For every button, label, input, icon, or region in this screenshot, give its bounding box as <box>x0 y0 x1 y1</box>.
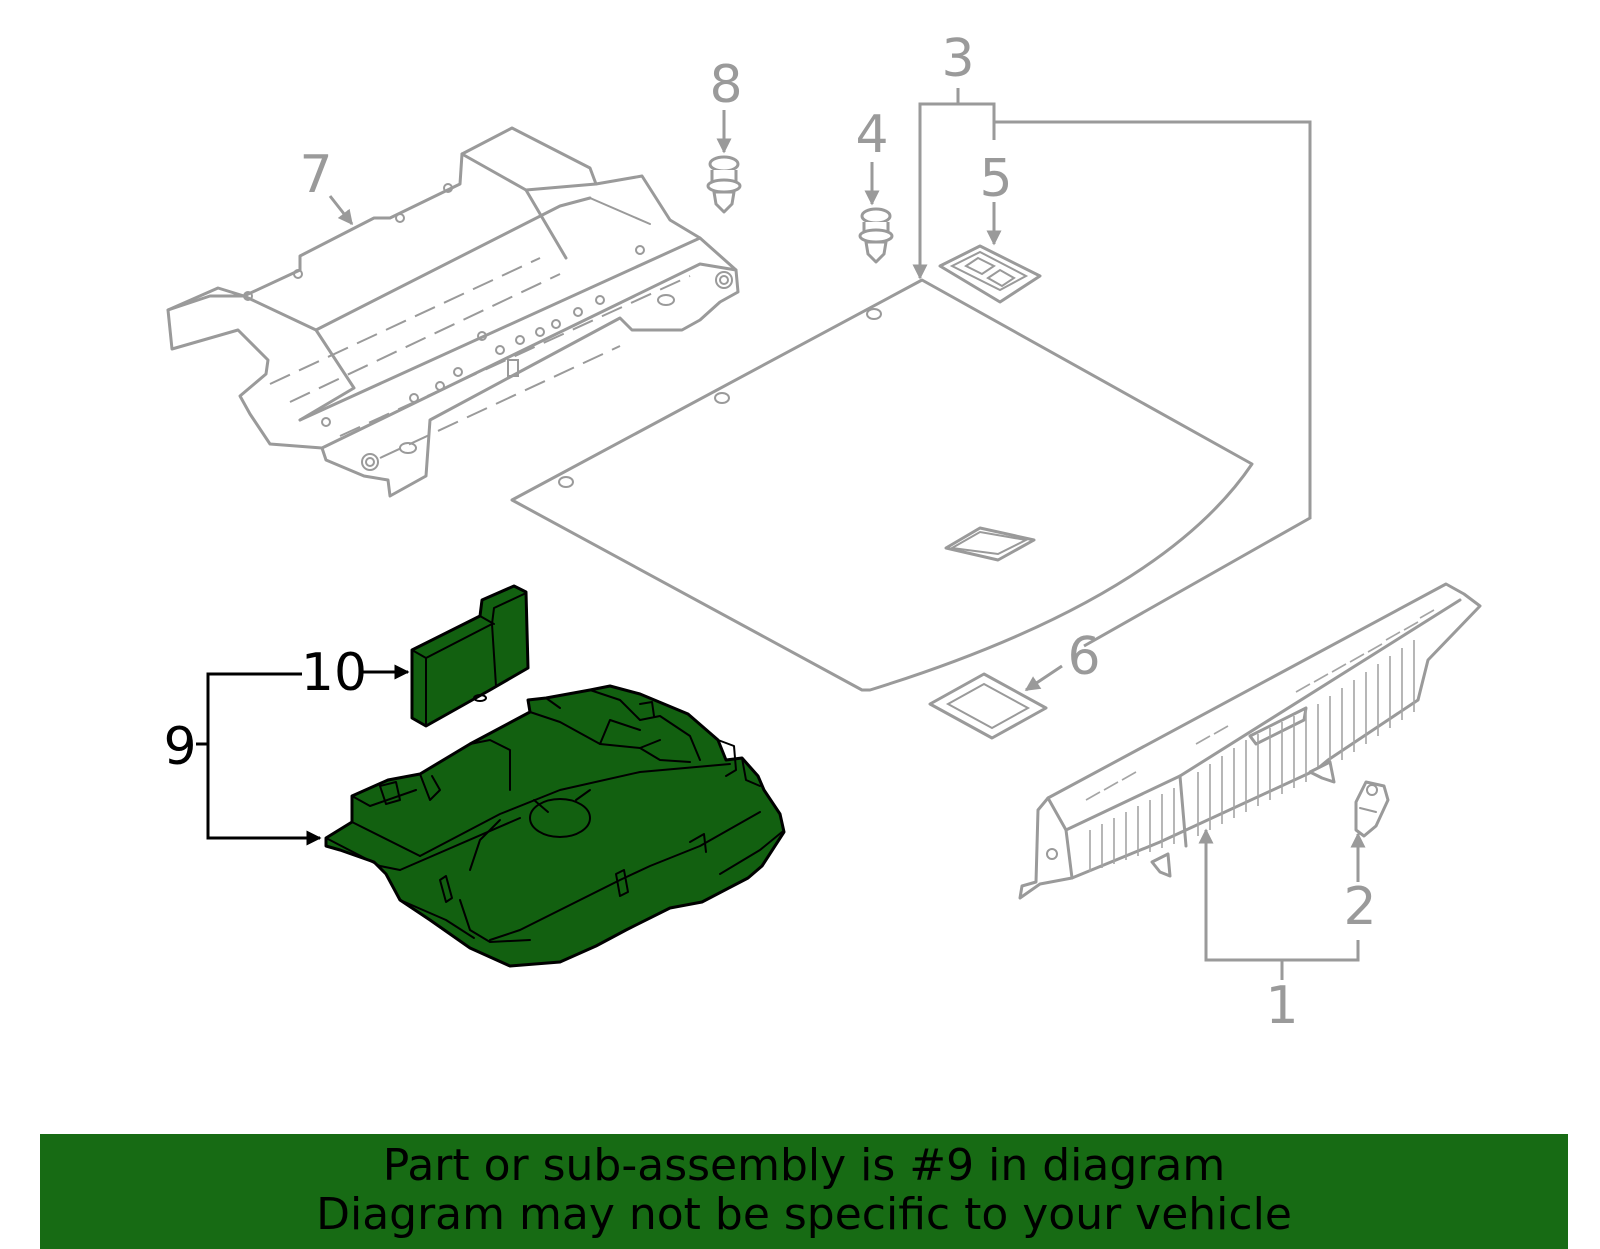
callout-4: 4 <box>855 105 888 165</box>
callout-6: 6 <box>1067 627 1100 687</box>
callout-2: 2 <box>1343 877 1376 937</box>
part-9-spare-tire-tray <box>324 684 786 968</box>
part-5-handle <box>938 244 1042 304</box>
info-banner: Part or sub-assembly is #9 in diagram Di… <box>40 1134 1568 1249</box>
callout-1: 1 <box>1265 976 1298 1036</box>
callout-5: 5 <box>979 149 1012 209</box>
callout-10: 10 <box>301 643 367 703</box>
part-7-floor-panel <box>166 126 740 498</box>
callout-8: 8 <box>709 55 742 115</box>
callout-9: 9 <box>163 717 196 777</box>
part-2-clip <box>1354 780 1390 838</box>
part-1-sill-plate <box>1018 582 1482 900</box>
part-3-load-floor <box>510 278 1254 692</box>
banner-line-1: Part or sub-assembly is #9 in diagram <box>382 1140 1226 1191</box>
callout-7: 7 <box>299 145 332 205</box>
banner-line-2: Diagram may not be specific to your vehi… <box>316 1189 1292 1240</box>
part-10-tray-box <box>410 584 530 728</box>
callout-3: 3 <box>941 29 974 89</box>
leader-lines <box>196 88 1366 980</box>
part-6-cap <box>928 672 1048 740</box>
part-8-clip <box>706 155 742 214</box>
part-4-clip <box>858 207 894 264</box>
callouts: 1 2 3 4 5 6 7 8 9 10 <box>163 29 1376 1036</box>
